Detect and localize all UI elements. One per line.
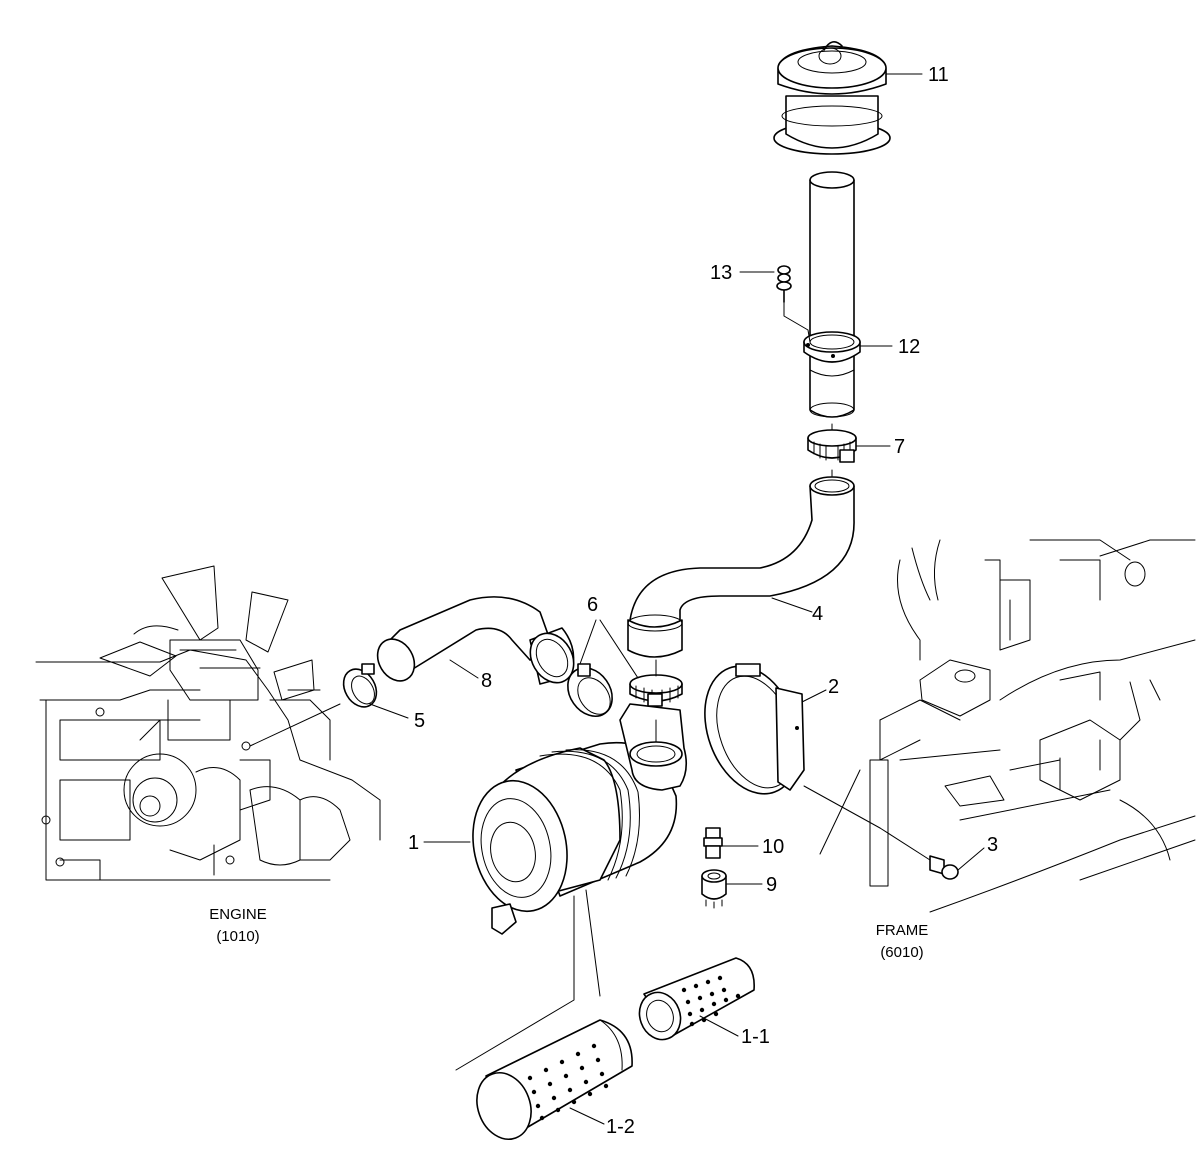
callout-4: 4 [812, 603, 823, 625]
pre-cleaner-cap [773, 41, 891, 155]
callout-2: 2 [828, 676, 839, 698]
callout-6: 6 [587, 594, 598, 616]
primary-element-1-2 [476, 1019, 633, 1140]
dust-cap-9 [701, 869, 727, 909]
callout-12: 12 [898, 336, 920, 358]
callout-10: 10 [762, 836, 784, 858]
callout-8: 8 [481, 670, 492, 692]
frame-ref-caption: (6010) [880, 944, 923, 961]
fitting-10 [703, 827, 723, 859]
frame-caption: FRAME [876, 922, 929, 939]
callout-1-1: 1-1 [741, 1026, 770, 1048]
engine-caption: ENGINE [209, 906, 267, 923]
engine-ref-caption: (1010) [216, 928, 259, 945]
safety-element-1-1 [638, 957, 755, 1041]
frame-illustration [819, 539, 1196, 913]
bolt-3 [879, 827, 959, 880]
hose-clamp-7 [807, 423, 857, 463]
mounting-band-2 [704, 663, 881, 829]
callout-3: 3 [987, 834, 998, 856]
callout-1: 1 [408, 832, 419, 854]
hose-clamp-5 [249, 663, 378, 747]
upper-intake-pipe [803, 171, 861, 418]
callout-5: 5 [414, 710, 425, 732]
callout-1-2: 1-2 [606, 1116, 635, 1138]
intake-hose-8 [376, 596, 575, 685]
hose-clamp-6-left [567, 663, 613, 717]
callout-9: 9 [766, 874, 777, 896]
callout-7: 7 [894, 436, 905, 458]
callout-13: 13 [710, 262, 732, 284]
intake-hose-4 [627, 469, 855, 658]
leader-lines [369, 73, 985, 1125]
hose-clamp-6-right [629, 659, 683, 707]
callout-11: 11 [928, 64, 949, 86]
engine-illustration [35, 565, 381, 881]
air-cleaner-1 [455, 703, 688, 1071]
bolt-13 [776, 265, 811, 343]
